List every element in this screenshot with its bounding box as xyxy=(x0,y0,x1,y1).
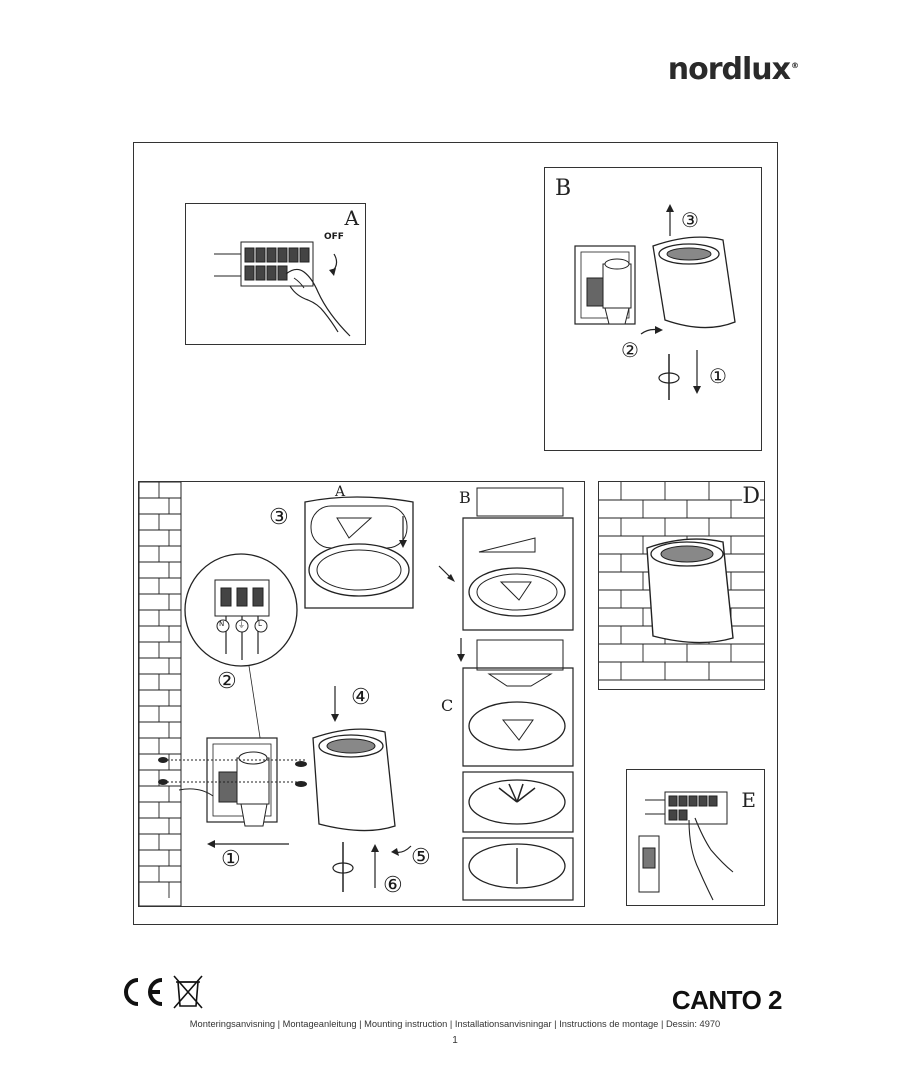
brand-logo-text: nordlux xyxy=(667,52,791,87)
brand-logo-mark: ® xyxy=(791,61,799,70)
weee-bin-icon xyxy=(173,975,203,1009)
panel-a-power-off: A OFF xyxy=(185,203,366,345)
finished-lamp-illustration xyxy=(599,482,764,681)
panel-b-label: B xyxy=(555,176,572,201)
ce-mark-icon xyxy=(124,978,163,1006)
compliance-marks xyxy=(116,972,216,1012)
breaker-hand-illustration xyxy=(214,241,351,337)
install-label-b: B xyxy=(459,488,471,507)
panel-b-step-2: ② xyxy=(621,340,639,362)
install-step-5: ⑤ xyxy=(411,844,431,869)
off-label: OFF xyxy=(324,232,344,242)
install-step-2: ② xyxy=(217,668,237,693)
install-step-1: ① xyxy=(221,846,241,871)
panel-b-remove-housing: B ③ ② ① xyxy=(544,167,762,451)
brand-logo: nordlux® xyxy=(667,52,799,87)
terminal-earth: ⏚ xyxy=(238,621,245,629)
install-step-3: ③ xyxy=(269,504,289,529)
terminal-n: N xyxy=(219,620,225,628)
panel-b-step-3: ③ xyxy=(681,210,699,232)
install-label-a: A xyxy=(335,484,346,500)
install-step-4: ④ xyxy=(351,684,371,709)
install-label-c: C xyxy=(441,696,454,715)
power-on-illustration xyxy=(638,791,734,901)
product-name: CANTO 2 xyxy=(671,985,783,1015)
footer-instructions: Monteringsanvisning | Montageanleitung |… xyxy=(189,1019,721,1029)
install-step-6: ⑥ xyxy=(383,872,403,897)
panel-e-power-on: E xyxy=(626,769,765,906)
panel-install-steps: A B C ③ ② ④ ① ⑤ ⑥ N ⏚ L xyxy=(138,481,585,907)
instruction-frame xyxy=(133,142,778,925)
panel-b-step-1: ① xyxy=(709,366,727,388)
housing-removal-illustration xyxy=(574,204,736,400)
panel-e-label: E xyxy=(741,788,756,812)
terminal-l: L xyxy=(258,620,262,628)
panel-a-label: A xyxy=(344,206,359,230)
panel-d-finished: D xyxy=(598,481,765,690)
install-illustration xyxy=(139,482,574,906)
page-number: 1 xyxy=(452,1035,458,1046)
panel-d-label: D xyxy=(742,484,760,509)
